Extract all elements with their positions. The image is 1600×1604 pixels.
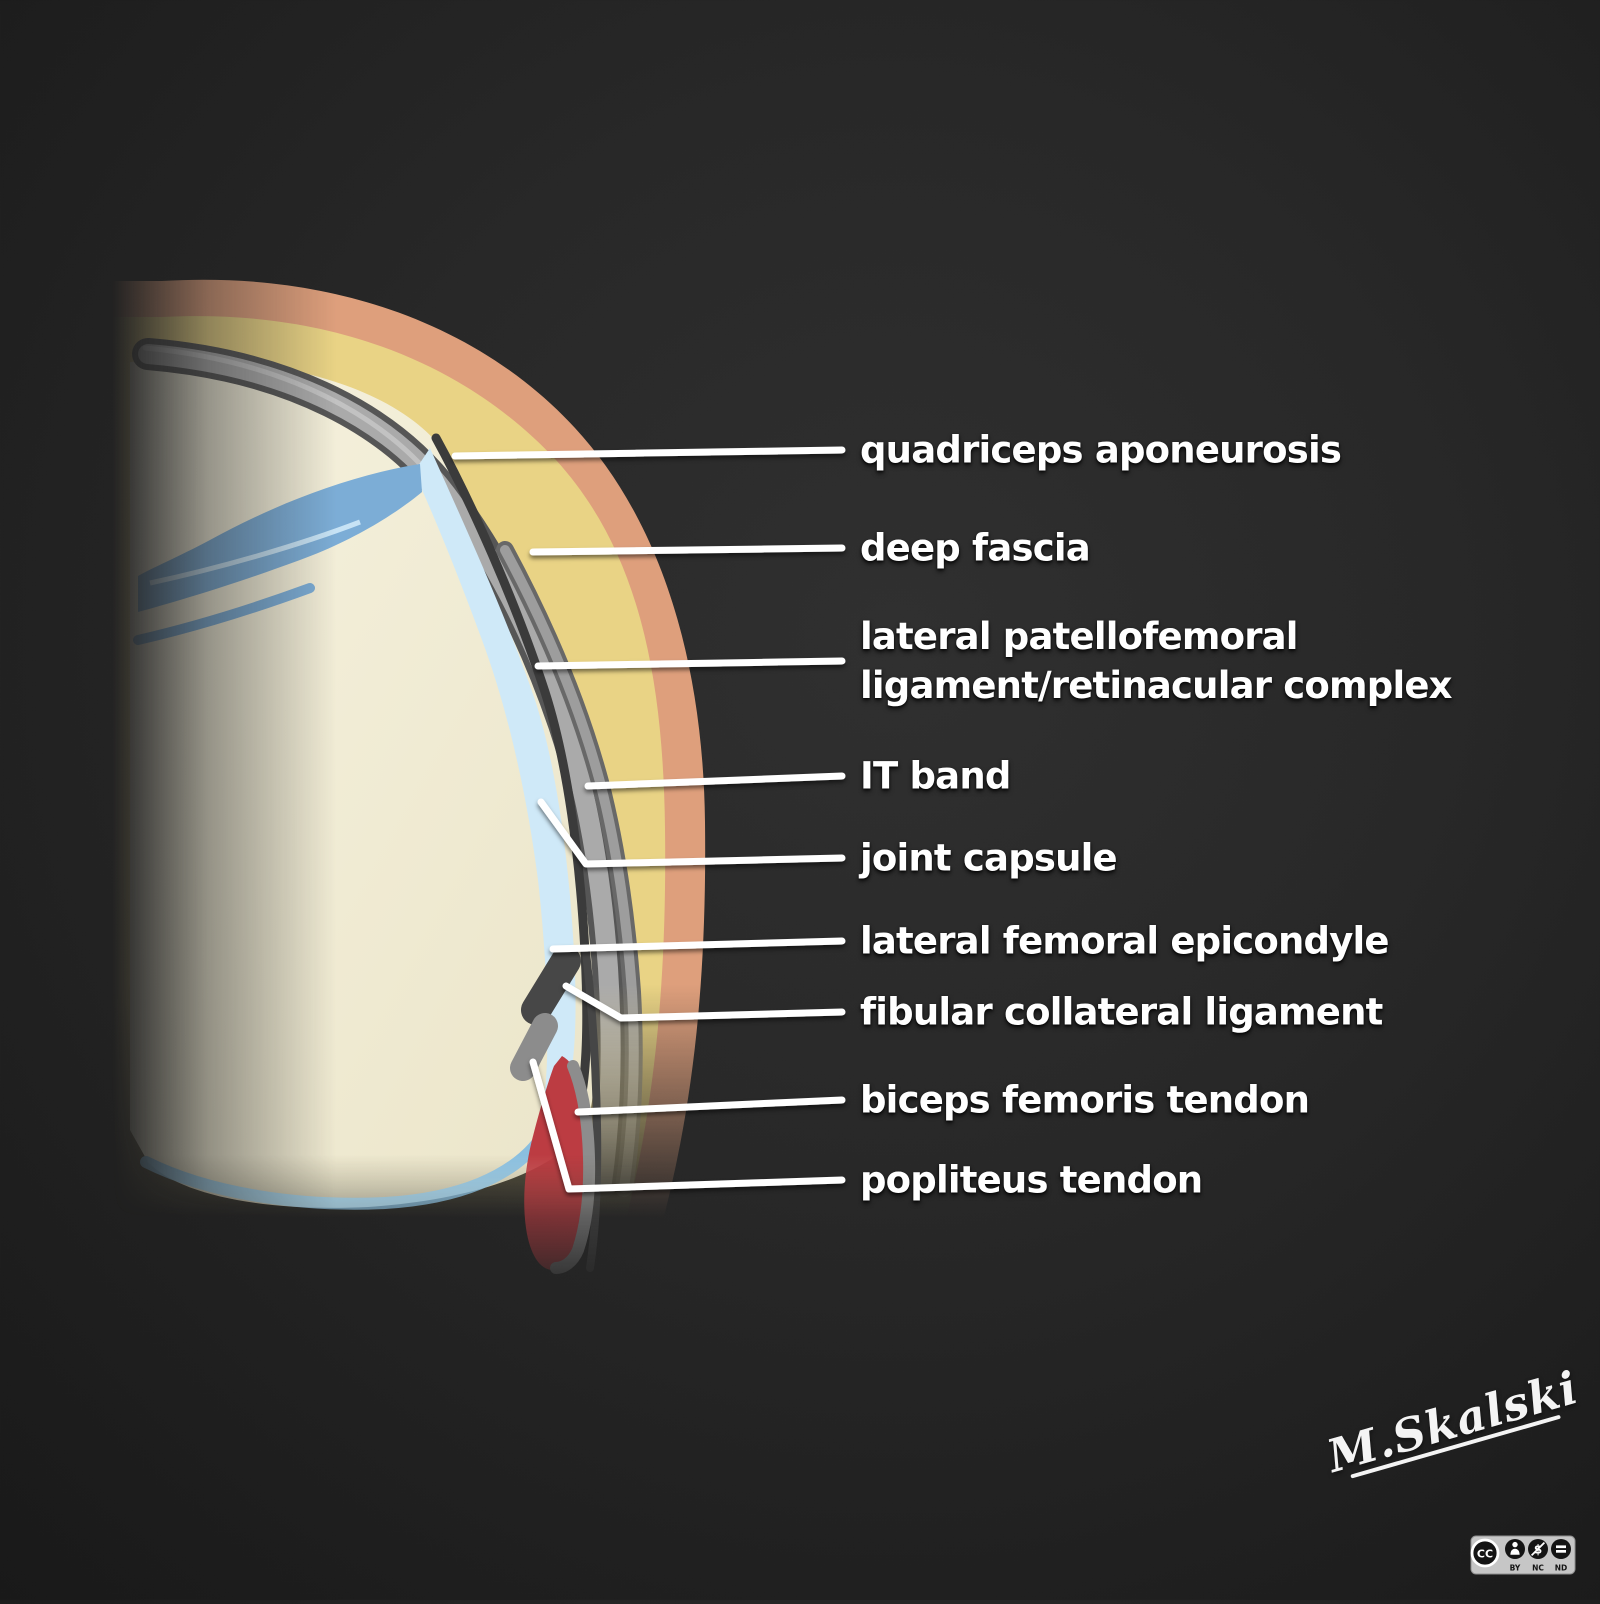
leader-deep-fascia bbox=[529, 544, 846, 556]
cc-nc-icon: $ bbox=[1528, 1539, 1548, 1559]
cc-license-badge: $ BY NC ND CC bbox=[1458, 1528, 1582, 1584]
label-popliteus-tendon: popliteus tendon bbox=[860, 1158, 1203, 1202]
label-it-band: IT band bbox=[860, 754, 1011, 798]
label-deep-fascia: deep fascia bbox=[860, 526, 1091, 570]
leader-quadriceps-aponeurosis bbox=[451, 446, 846, 460]
leader-popliteus-tendon bbox=[529, 1058, 846, 1193]
cc-license-svg: $ BY NC ND CC bbox=[1470, 1535, 1576, 1575]
joint-capsule-line bbox=[431, 433, 592, 1117]
leader-lines bbox=[451, 446, 846, 1193]
cartilage-highlight bbox=[149, 519, 361, 586]
cartilage-band bbox=[138, 464, 422, 612]
leader-lateral-femoral-epicondyle bbox=[549, 937, 846, 953]
cc-by-icon bbox=[1505, 1539, 1525, 1559]
leader-it-band bbox=[584, 772, 846, 790]
leader-biceps-femoris-tendon bbox=[574, 1096, 846, 1116]
leader-lateral-patellofemoral bbox=[534, 657, 846, 670]
biceps-femoris-tendon-shape bbox=[550, 1060, 596, 1274]
cc-logo-text: CC bbox=[1477, 1547, 1493, 1560]
cc-nd-icon bbox=[1551, 1539, 1571, 1559]
joint-space bbox=[414, 448, 576, 1096]
cc-logo-icon: CC bbox=[1470, 1538, 1500, 1568]
label-joint-capsule: joint capsule bbox=[860, 836, 1118, 880]
leader-fibular-collateral-ligament bbox=[562, 982, 846, 1022]
label-biceps-femoris-tendon: biceps femoris tendon bbox=[860, 1078, 1310, 1122]
cartilage-lower-strip bbox=[133, 583, 315, 645]
fibular-collateral-ligament-shape bbox=[510, 1013, 558, 1081]
cc-by-label: BY bbox=[1510, 1564, 1521, 1573]
cc-nc-label: NC bbox=[1532, 1564, 1544, 1573]
label-quadriceps-aponeurosis: quadriceps aponeurosis bbox=[860, 428, 1342, 472]
cc-nd-label: ND bbox=[1555, 1564, 1568, 1573]
label-lateral-patellofemoral: lateral patellofemoral ligament/retinacu… bbox=[860, 615, 1453, 707]
fascia-highlight bbox=[142, 345, 443, 490]
label-fibular-collateral-ligament: fibular collateral ligament bbox=[860, 990, 1383, 1034]
leader-joint-capsule bbox=[537, 798, 846, 868]
popliteus-muscle-shape bbox=[524, 1056, 591, 1271]
label-lateral-femoral-epicondyle: lateral femoral epicondyle bbox=[860, 919, 1390, 963]
lateral-femoral-epicondyle-shape bbox=[521, 946, 581, 1025]
